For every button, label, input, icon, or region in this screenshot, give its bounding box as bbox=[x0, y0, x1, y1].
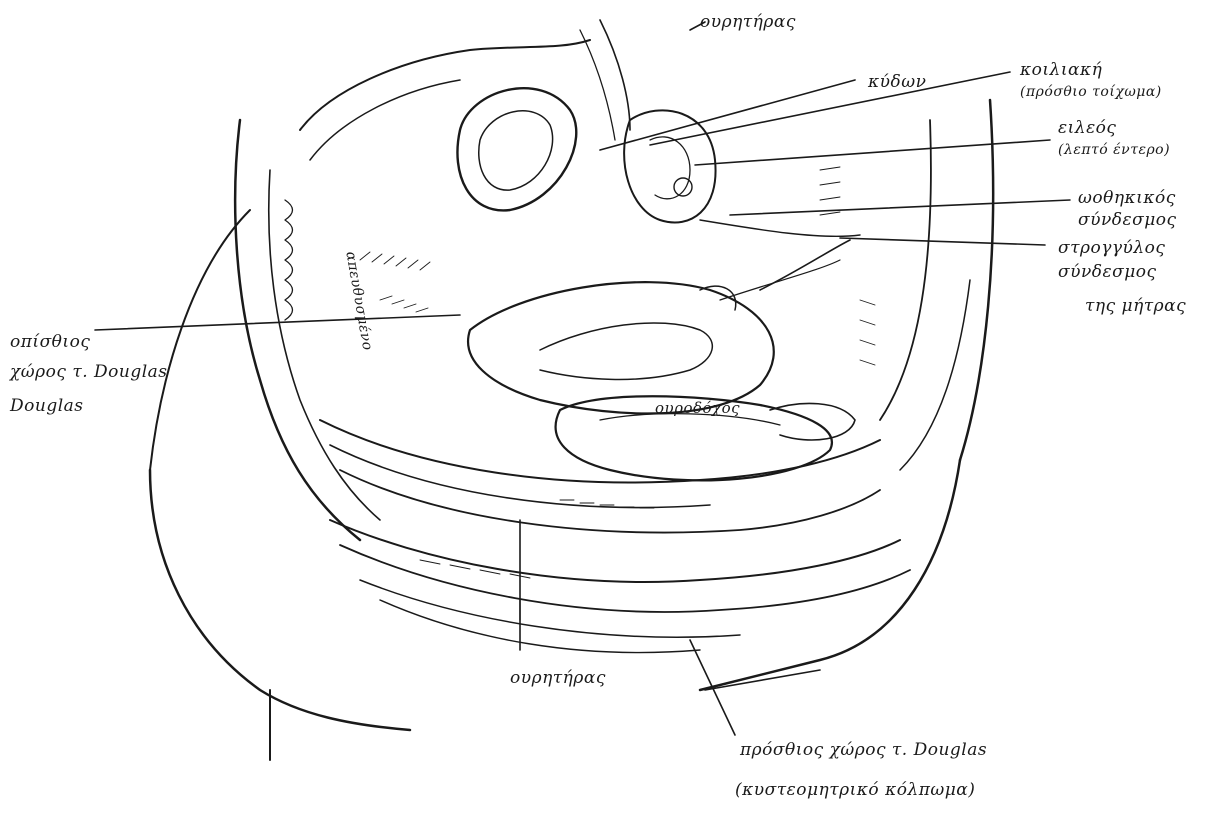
pelvic-floor-1 bbox=[330, 520, 900, 582]
label-koiliaki: κοιλιακή bbox=[1020, 60, 1102, 80]
label-aortikos-sub: σύνδεσμος bbox=[1078, 210, 1177, 230]
leader-lines bbox=[95, 22, 1070, 735]
pelvic-floor-3 bbox=[360, 580, 740, 637]
spine-ridges bbox=[285, 200, 293, 320]
label-opisthios-sub1: χώρος τ. Douglas bbox=[10, 362, 168, 382]
uterus-cavity bbox=[540, 323, 712, 380]
inner-right-wall bbox=[880, 120, 931, 420]
label-prosthios-sub: (κυστεομητρικό κόλπωμα) bbox=[735, 780, 975, 800]
label-prosthios: πρόσθιος χώρος τ. Douglas bbox=[740, 740, 987, 760]
upper-intestine-1 bbox=[300, 40, 590, 130]
right-wall-2 bbox=[900, 280, 970, 470]
ovary-outline bbox=[624, 110, 715, 222]
ureter-top-2 bbox=[580, 30, 615, 140]
ligament-band-1 bbox=[700, 220, 860, 236]
body-outline-left-upper bbox=[150, 210, 250, 470]
label-eileos: ειλεός bbox=[1058, 118, 1116, 138]
follicle bbox=[674, 178, 692, 196]
ovary-inner bbox=[650, 137, 690, 199]
uterus-body bbox=[468, 282, 774, 413]
ureter-top bbox=[600, 20, 630, 130]
label-ureter-top: ουρητήρας bbox=[700, 12, 796, 32]
label-eileos-sub: (λεπτό έντερο) bbox=[1058, 140, 1170, 160]
colon-loop-outer bbox=[457, 88, 576, 210]
label-ureter-bottom: ουρητήρας bbox=[510, 668, 606, 688]
body-outline-left bbox=[150, 470, 410, 730]
hatching bbox=[360, 167, 875, 578]
colon-loop-inner bbox=[479, 111, 553, 190]
upper-intestine-2 bbox=[310, 80, 460, 160]
label-opisthios-sub2: Douglas bbox=[10, 396, 84, 416]
body-outline-right bbox=[960, 100, 993, 460]
label-strongylos: στρογγύλος bbox=[1058, 238, 1165, 258]
abdominal-wall-right bbox=[700, 460, 960, 690]
label-strongylos-sub1: σύνδεσμος bbox=[1058, 262, 1157, 282]
label-opisthios: οπίσθιος bbox=[10, 332, 90, 352]
label-aortikos: ωοθηκικός bbox=[1078, 188, 1176, 208]
label-koiliaki-sub: (πρόσθιο τοίχωμα) bbox=[1020, 82, 1162, 102]
label-strongylos-sub2: της μήτρας bbox=[1085, 296, 1186, 316]
label-bladder: ουροδόχος bbox=[655, 398, 740, 418]
label-kydos: κύδων bbox=[868, 72, 926, 92]
rectum-upper bbox=[320, 420, 880, 483]
